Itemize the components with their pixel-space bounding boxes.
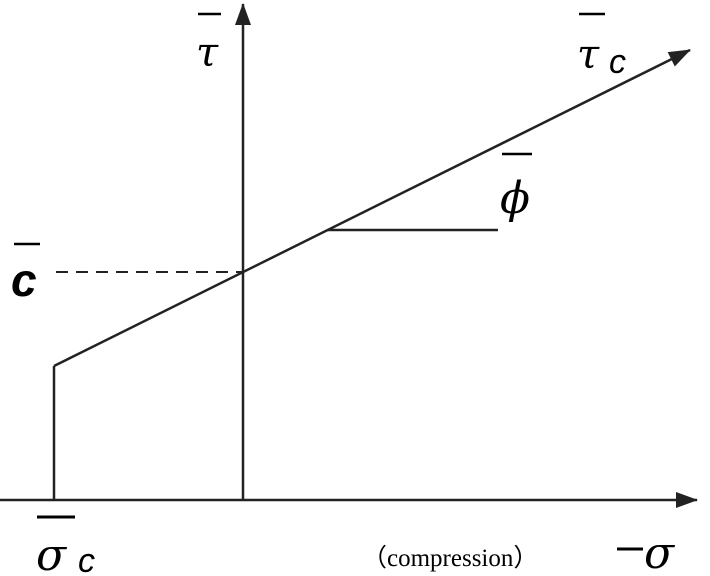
svg-text:τ: τ [577, 32, 600, 78]
sigma-c-label: σ c [36, 515, 95, 576]
compression-note: （compression） [362, 544, 538, 572]
cohesion-label: c [11, 242, 40, 306]
svg-text:τ: τ [196, 30, 219, 76]
failure-envelope-line [53, 48, 691, 368]
svg-text:c: c [609, 43, 626, 81]
svg-text:c: c [78, 542, 95, 576]
svg-text:σ: σ [36, 530, 68, 576]
phi-label: ϕ [500, 152, 532, 224]
svg-text:c: c [11, 254, 37, 306]
sigma-axis-label: σ [617, 528, 676, 576]
svg-text:σ: σ [644, 528, 676, 576]
tau-axis-label: τ [196, 12, 221, 76]
tau-c-label: τ c [577, 12, 626, 81]
svg-text:ϕ: ϕ [500, 173, 530, 224]
